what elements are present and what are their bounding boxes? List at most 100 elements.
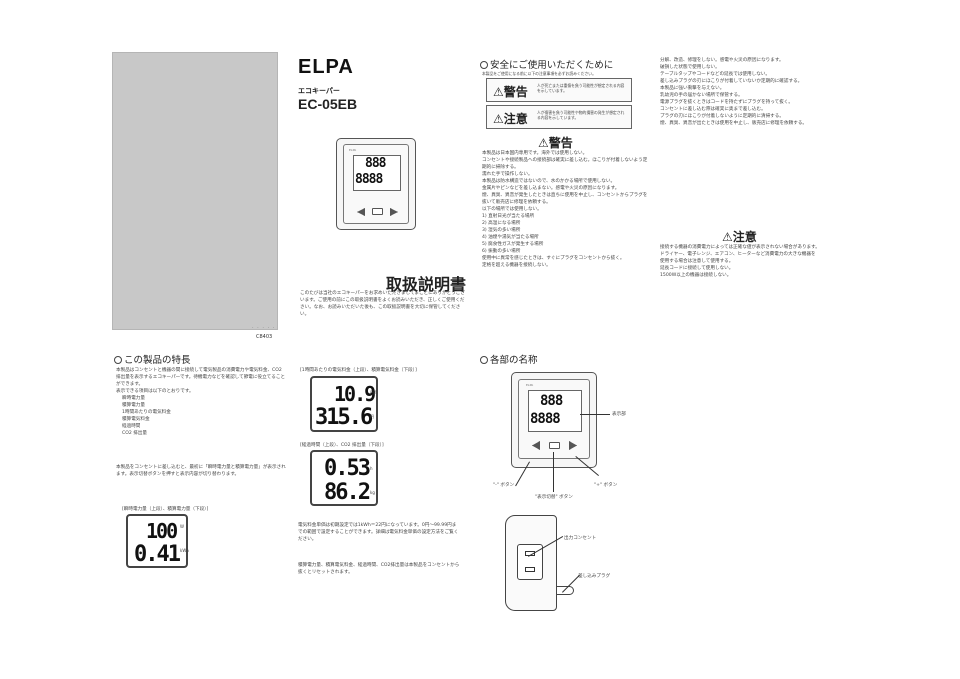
- warning-item: 破損した状態で使用しない。: [660, 65, 720, 70]
- caution-list: 接続する機器の消費電力によっては正確な値が表示されない場合があります。 ドライヤ…: [660, 244, 820, 279]
- caution-item: ドライヤー、電子レンジ、エアコン、ヒーターなど消費電力の大きな機器を使用する場合…: [660, 252, 816, 264]
- switch-leader-line: [553, 452, 554, 492]
- display-switch-button-icon: [549, 442, 560, 449]
- warning-item: 電源プラグを抜くときはコードを持たずにプラグを持って抜く。: [660, 100, 793, 105]
- lcd-unit-top: h: [370, 466, 373, 471]
- warning-item: 4) 油煙や湯気が当たる場所: [482, 235, 539, 240]
- lcd-value-bottom: 0.41: [134, 542, 181, 567]
- feature-item: 積算電力量: [122, 403, 145, 408]
- warning-item: 定格を超える機器を接続しない。: [482, 263, 551, 268]
- lcd-panel-cost: 10.9 円/h 315.6 円: [310, 376, 378, 432]
- plug-label: 差し込みプラグ: [578, 574, 611, 579]
- warning-item: 2) 高温になる場所: [482, 221, 521, 226]
- warning-list: 本製品は日本国内専用です。海外では使用しない。 コンセントや接続製品への接続部は…: [482, 150, 648, 269]
- display-switch-icon: [372, 208, 383, 215]
- cover-lcd-bottom: 8888: [355, 172, 383, 187]
- caution-item: 接続する機器の消費電力によっては正確な値が表示されない場合があります。: [660, 245, 820, 250]
- feature-item: 経過時間: [122, 424, 141, 429]
- document-code: C8403: [256, 334, 273, 340]
- cover-intro: このたびは当社のエコキーパーをお求めいただきましてまことにありがとうございます。…: [300, 291, 465, 317]
- caution-item: 延長コードに接続して使用しない。: [660, 266, 734, 271]
- plug-prong-icon: [556, 586, 574, 595]
- caution-title: ⚠注意: [722, 230, 757, 244]
- warning-item: 乳幼児の手の届かない場所で保管する。: [660, 93, 743, 98]
- features-body: 本製品はコンセントと機器の間に接続して電気製品の消費電力や電気料金、CO2排出量…: [116, 367, 286, 437]
- safety-heading: 安全にご使用いただくために: [480, 57, 613, 71]
- warning-item: 3) 湿気の多い場所: [482, 228, 521, 233]
- lcd-value-top: 10.9: [334, 382, 376, 406]
- feature-item: 瞬時電力量: [122, 396, 145, 401]
- parts-lcd-bottom: 8888: [530, 411, 561, 427]
- lcd-unit-top: 円/h: [370, 390, 378, 395]
- warning-legend-box: ⚠警告 人が死亡または重傷を負う可能性が想定される内容を示しています。: [486, 78, 632, 102]
- lcd-unit-bottom: kWh: [180, 548, 189, 553]
- warning-item: 使用中に異常を感じたときは、すぐにプラグをコンセントから抜く。: [482, 256, 625, 261]
- lcd-panel-time-co2: 0.53 h 86.2 kg: [310, 450, 378, 506]
- cover-lcd-top: 888: [365, 156, 387, 171]
- plus-button-label: "+" ボタン: [594, 483, 618, 488]
- warning-item: 本製品に強い衝撃を与えない。: [660, 86, 725, 91]
- display-part-label: 表示部: [612, 412, 626, 417]
- warning-item: 本製品は日本国内専用です。海外では使用しない。: [482, 151, 588, 156]
- outlet-label: 出力コンセント: [564, 536, 597, 541]
- manual-title: 取扱説明書: [386, 275, 467, 294]
- caution-legend-label: ⚠注意: [493, 112, 528, 126]
- features-description: 本製品はコンセントと機器の間に接続して電気製品の消費電力や電気料金、CO2排出量…: [116, 368, 286, 387]
- warning-item: コンセントや接続製品への接続部は確実に差し込む。ほこりが付着しないよう定期的に掃…: [482, 158, 648, 170]
- warning-item: プラグの刃にほこりが付着しないように定期的に清掃する。: [660, 114, 784, 119]
- caution-item: 1500W以上の機器は接続しない。: [660, 273, 732, 278]
- cover-device-illustration: ELPA 888 8888: [336, 138, 416, 230]
- product-name: エコキーパー: [298, 87, 340, 95]
- warning-item: 本製品は防水構造ではないので、水のかかる場所で使用しない。: [482, 179, 616, 184]
- caution-legend-box: ⚠注意 人が傷害を負う可能性や物的損害の発生が想定される内容を示しています。: [486, 105, 632, 129]
- warning-item: 煙、異臭、異音が発生したときは直ちに使用を中止し、コンセントからプラグを抜いて販…: [482, 193, 648, 205]
- display-leader-line: [580, 414, 610, 415]
- warning-item: 以下の場所では使用しない。: [482, 207, 542, 212]
- warning-item: テーブルタップやコードなどの延長では使用しない。: [660, 72, 770, 77]
- feature-item: 積算電気料金: [122, 417, 150, 422]
- warning-item: 金属片やピンなどを差し込まない。感電や火災の原因になります。: [482, 186, 620, 191]
- warning-legend-desc: 人が死亡または重傷を負う可能性が想定される内容を示しています。: [537, 83, 625, 93]
- panel-caption: [1時間あたりの電気料金（上段）、積算電気料金（下段）]: [300, 368, 417, 373]
- features-list-intro: 表示できる項目は以下のとおりです。: [116, 389, 194, 394]
- warning-item: 5) 腐食性ガスが発生する場所: [482, 242, 544, 247]
- lcd-value-bottom: 86.2: [324, 480, 371, 505]
- model-number: EC-05EB: [298, 96, 358, 112]
- warning-item: 分解、改造、修理をしない。感電や火災の原因になります。: [660, 58, 784, 63]
- lcd-unit-top: W: [180, 524, 184, 529]
- minus-button-label: "-" ボタン: [493, 483, 515, 488]
- lcd-value-bottom: 315.6: [315, 405, 373, 430]
- features-heading: この製品の特長: [114, 352, 191, 366]
- panel-caption: [経過時間（上段）、CO2 排出量（下段）]: [300, 443, 384, 448]
- warning-item: 煙、異臭、異音が出たときは使用を中止し、販売店に修理を依頼する。: [660, 121, 808, 126]
- safety-subtext: 本製品をご使用になる前に以下の注意事項を必ずお読みください。: [482, 71, 596, 76]
- lcd-panel-power: 100 W 0.41 kWh: [126, 514, 189, 568]
- parts-heading: 各部の名称: [480, 352, 538, 366]
- parts-lcd-top: 888: [540, 393, 563, 409]
- parts-device-illustration: ELPA 888 8888: [511, 372, 597, 468]
- lcd-unit-bottom: 円: [370, 414, 374, 419]
- panel-caption: [瞬時電力量（上段）、積算電力量（下段）]: [122, 507, 209, 512]
- lcd-value-top: 100: [146, 519, 178, 543]
- caution-legend-desc: 人が傷害を負う可能性や物的損害の発生が想定される内容を示しています。: [537, 110, 625, 120]
- fold-marks: · · · · ·: [252, 325, 276, 331]
- warning-list-continued: 分解、改造、修理をしない。感電や火災の原因になります。 破損した状態で使用しない…: [660, 57, 820, 127]
- display-note: 本製品をコンセントに差し込むと、最初に「瞬時電力量と積算電力量」が表示されます。…: [116, 465, 286, 477]
- display-note-rate: 電気料金単価は初期設定では1kWh＝22円になっています。0円〜99.99円まで…: [298, 523, 459, 542]
- display-note-reset: 積算電力量、積算電気料金、経過時間、CO2排出量は本製品をコンセントから抜くとリ…: [298, 563, 460, 575]
- lcd-value-top: 0.53: [324, 456, 371, 481]
- brand-logo: ELPA: [298, 56, 354, 78]
- warning-legend-label: ⚠警告: [493, 85, 528, 99]
- switch-button-label: "表示切替" ボタン: [535, 495, 573, 500]
- warning-item: 1) 直射日光が当たる場所: [482, 214, 535, 219]
- warning-item: コンセントに差し込む際は確実に奥まで差し込む。: [660, 107, 766, 112]
- cover-gray-panel: [112, 52, 278, 330]
- warning-item: 差し込みプラグの刃にほこりが付着していないか定期的に確認する。: [660, 79, 803, 84]
- feature-item: CO2 排出量: [122, 431, 147, 436]
- warning-title: ⚠警告: [538, 136, 573, 150]
- outlet-slot-icon: [525, 567, 535, 572]
- side-view-illustration: [505, 515, 574, 611]
- feature-item: 1時間あたりの電気料金: [122, 410, 171, 415]
- lcd-unit-bottom: kg: [370, 490, 375, 495]
- warning-item: 濡れた手で操作しない。: [482, 172, 533, 177]
